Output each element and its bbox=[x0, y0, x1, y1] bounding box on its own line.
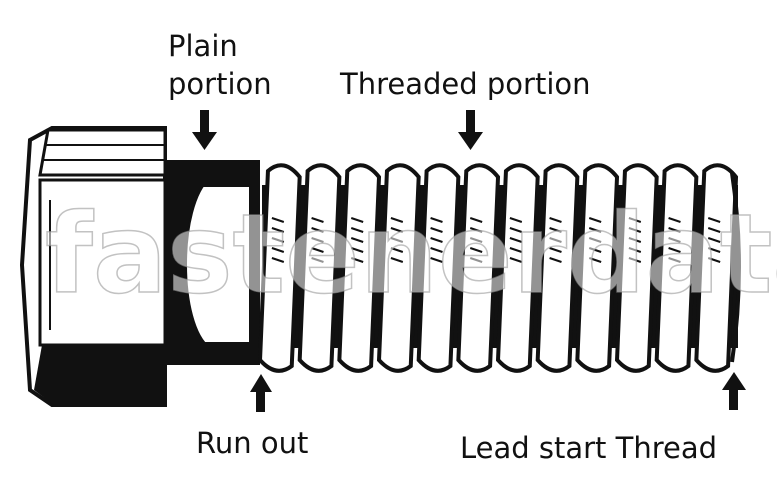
thread-hatch bbox=[390, 217, 404, 223]
thread-crest bbox=[535, 163, 580, 373]
thread-hatch bbox=[350, 227, 364, 233]
thread-hatch bbox=[549, 257, 562, 263]
thread-hatch bbox=[509, 237, 523, 243]
lead-start-thread-label: Lead start Thread bbox=[460, 431, 718, 465]
thread-hatch bbox=[430, 237, 443, 243]
thread-hatch bbox=[469, 227, 483, 233]
thread-hatch bbox=[390, 247, 404, 253]
thread-hatch bbox=[668, 247, 681, 253]
thread-hatch bbox=[707, 247, 721, 253]
plain-shank bbox=[165, 160, 260, 365]
thread-crest bbox=[694, 163, 739, 373]
thread-crest bbox=[575, 163, 620, 373]
thread-crest bbox=[297, 163, 342, 373]
thread-hatch bbox=[350, 247, 364, 253]
lead-start-chamfer bbox=[730, 172, 741, 363]
thread-hatch bbox=[350, 237, 364, 243]
thread-hatch bbox=[430, 247, 443, 253]
thread-hatch bbox=[707, 237, 721, 243]
threaded-portion bbox=[257, 163, 741, 373]
thread-hatch bbox=[350, 217, 364, 223]
thread-hatch bbox=[390, 237, 404, 243]
thread-hatch bbox=[271, 257, 285, 263]
thread-crest bbox=[257, 163, 302, 373]
thread-hatch bbox=[588, 227, 602, 233]
thread-hatch bbox=[430, 257, 443, 263]
thread-hatch bbox=[588, 237, 602, 243]
thread-hatch bbox=[549, 227, 562, 233]
thread-crest bbox=[456, 163, 501, 373]
watermark: fastenerdata bbox=[45, 190, 777, 318]
thread-hatch bbox=[311, 227, 324, 233]
threaded-portion-arrow-icon bbox=[458, 110, 483, 150]
thread-hatch bbox=[469, 217, 483, 223]
run-out-label: Run out bbox=[196, 426, 309, 460]
thread-crest bbox=[376, 163, 421, 373]
thread-hatch bbox=[271, 247, 285, 253]
thread-hatch bbox=[628, 217, 642, 223]
thread-hatch bbox=[469, 257, 483, 263]
thread-crest bbox=[654, 163, 699, 373]
threaded-portion-label: Threaded portion bbox=[340, 67, 591, 101]
thread-hatch bbox=[628, 227, 642, 233]
thread-hatch bbox=[707, 217, 721, 223]
thread-hatch bbox=[549, 247, 562, 253]
thread-hatch bbox=[668, 257, 681, 263]
thread-crest bbox=[495, 163, 540, 373]
lead-start-arrow-icon bbox=[722, 372, 746, 410]
thread-hatch bbox=[271, 237, 285, 243]
thread-hatch bbox=[469, 247, 483, 253]
thread-hatch bbox=[707, 227, 721, 233]
thread-hatch bbox=[271, 227, 285, 233]
thread-hatch bbox=[628, 237, 642, 243]
thread-hatch bbox=[668, 227, 681, 233]
thread-hatch bbox=[509, 217, 523, 223]
plain-portion-label-line1: Plain bbox=[168, 29, 238, 63]
thread-hatch bbox=[430, 217, 443, 223]
thread-hatch bbox=[588, 257, 602, 263]
thread-hatch bbox=[390, 227, 404, 233]
thread-hatch bbox=[311, 257, 324, 263]
thread-crest bbox=[416, 163, 461, 373]
plain-portion-arrow-icon bbox=[192, 110, 217, 150]
thread-hatch bbox=[311, 237, 324, 243]
thread-hatch bbox=[350, 257, 364, 263]
thread-hatch bbox=[668, 237, 681, 243]
thread-hatch bbox=[628, 257, 642, 263]
thread-hatch bbox=[549, 217, 562, 223]
thread-hatch bbox=[509, 227, 523, 233]
thread-hatch bbox=[588, 247, 602, 253]
thread-hatch bbox=[509, 257, 523, 263]
thread-hatch bbox=[430, 227, 443, 233]
plain-portion-label-line2: portion bbox=[168, 67, 272, 101]
thread-hatch bbox=[311, 217, 324, 223]
thread-crest bbox=[614, 163, 659, 373]
thread-hatch bbox=[469, 237, 483, 243]
thread-hatch bbox=[668, 217, 681, 223]
thread-hatch bbox=[271, 217, 285, 223]
thread-crest bbox=[337, 163, 382, 373]
run-out-arrow-icon bbox=[250, 374, 272, 412]
thread-hatch bbox=[549, 237, 562, 243]
thread-hatch bbox=[707, 257, 721, 263]
thread-hatch bbox=[311, 247, 324, 253]
thread-hatch bbox=[588, 217, 602, 223]
thread-hatch bbox=[628, 247, 642, 253]
thread-hatch bbox=[390, 257, 404, 263]
thread-hatch bbox=[509, 247, 523, 253]
